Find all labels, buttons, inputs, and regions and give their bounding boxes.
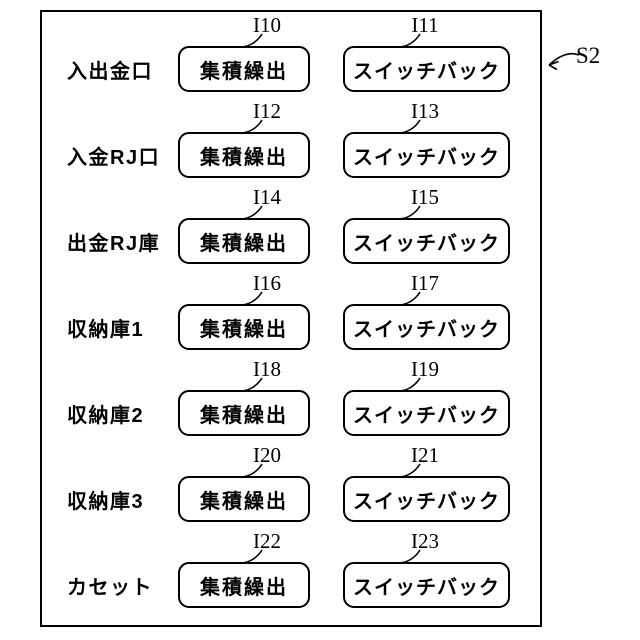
- switchback-button[interactable]: スイッチバック: [343, 562, 510, 608]
- ref-numeral: I12: [253, 99, 281, 123]
- ref-numeral: I23: [411, 529, 439, 553]
- ref-numeral: I22: [253, 529, 281, 553]
- row-shukkin-rj: I14 I15 出金RJ庫 集積繰出 スイッチバック: [42, 185, 540, 271]
- stack-feed-button[interactable]: 集積繰出: [178, 304, 310, 350]
- stack-feed-button[interactable]: 集積繰出: [178, 132, 310, 178]
- stack-feed-button[interactable]: 集積繰出: [178, 390, 310, 436]
- stack-feed-button[interactable]: 集積繰出: [178, 476, 310, 522]
- switchback-button[interactable]: スイッチバック: [343, 390, 510, 436]
- row-label: 収納庫3: [67, 490, 145, 513]
- ref-numeral: I18: [253, 357, 281, 381]
- switchback-button[interactable]: スイッチバック: [343, 132, 510, 178]
- s2-arrow-icon: [548, 52, 580, 71]
- ref-numeral: I15: [411, 185, 439, 209]
- row-label: 入金RJ口: [67, 146, 161, 169]
- row-nyushutsukin: I10 I11 入出金口 集積繰出 スイッチバック: [42, 13, 540, 99]
- ref-numeral: I20: [253, 443, 281, 467]
- ref-numeral: I19: [411, 357, 439, 381]
- stack-feed-button[interactable]: 集積繰出: [178, 562, 310, 608]
- ref-numeral: I17: [411, 271, 439, 295]
- screen-frame: I10 I11 入出金口 集積繰出 スイッチバック I12 I13 入金RJ口 …: [40, 10, 542, 627]
- row-nyukin-rj: I12 I13 入金RJ口 集積繰出 スイッチバック: [42, 99, 540, 185]
- row-label: 収納庫2: [67, 404, 145, 427]
- row-cassette: I22 I23 カセット 集積繰出 スイッチバック: [42, 529, 540, 615]
- ref-numeral: I16: [253, 271, 281, 295]
- row-label: 収納庫1: [67, 318, 145, 341]
- row-shunoko-1: I16 I17 収納庫1 集積繰出 スイッチバック: [42, 271, 540, 357]
- row-label: 出金RJ庫: [67, 232, 161, 255]
- ref-numeral: I10: [253, 13, 281, 37]
- switchback-button[interactable]: スイッチバック: [343, 46, 510, 92]
- ref-numeral: I14: [253, 185, 281, 209]
- stack-feed-button[interactable]: 集積繰出: [178, 46, 310, 92]
- row-label: カセット: [67, 576, 153, 599]
- row-shunoko-3: I20 I21 収納庫3 集積繰出 スイッチバック: [42, 443, 540, 529]
- row-label: 入出金口: [67, 60, 153, 83]
- ref-numeral: I11: [411, 13, 439, 37]
- row-shunoko-2: I18 I19 収納庫2 集積繰出 スイッチバック: [42, 357, 540, 443]
- stack-feed-button[interactable]: 集積繰出: [178, 218, 310, 264]
- switchback-button[interactable]: スイッチバック: [343, 304, 510, 350]
- ref-numeral: I13: [411, 99, 439, 123]
- switchback-button[interactable]: スイッチバック: [343, 476, 510, 522]
- frame-ref-label: S2: [576, 43, 601, 68]
- ref-numeral: I21: [411, 443, 439, 467]
- switchback-button[interactable]: スイッチバック: [343, 218, 510, 264]
